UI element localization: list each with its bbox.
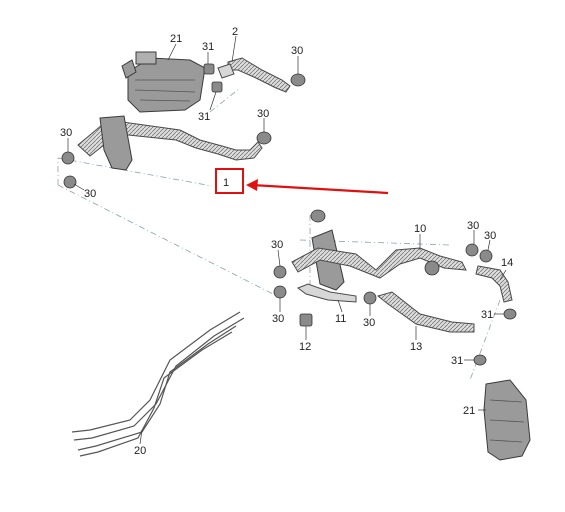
pipe-set-part-20 (71, 311, 245, 457)
label-30-lower-mid: 30 (363, 317, 375, 329)
guide-lines (57, 87, 501, 381)
label-30-right-a: 30 (467, 220, 479, 232)
leader-lines (67, 35, 507, 445)
label-21-bottom: 21 (463, 405, 475, 417)
label-30-upper-pipe: 30 (257, 108, 269, 120)
expansion-tank-lower (483, 379, 531, 461)
label-30-top-right: 30 (291, 45, 303, 57)
hose-part-11 (296, 283, 377, 305)
expansion-tank-upper (121, 51, 206, 113)
hose-part-13 (376, 291, 475, 333)
highlight-box (215, 168, 244, 194)
label-14: 14 (501, 257, 513, 269)
label-31-right-upper: 31 (481, 309, 493, 321)
label-31-right-lower: 31 (451, 355, 463, 367)
label-31-top: 31 (202, 41, 214, 53)
highlight-arrow (246, 179, 389, 195)
label-1: 1 (223, 177, 229, 189)
clamp-part-12 (299, 313, 313, 327)
coolant-pipe-upper (61, 115, 272, 189)
label-10: 10 (414, 223, 426, 235)
label-12: 12 (299, 341, 311, 353)
label-30-left-top: 30 (60, 127, 72, 139)
label-30-left-bottom: 30 (84, 188, 96, 200)
label-30-lower-left-bottom: 30 (272, 313, 284, 325)
part-labels: 21 31 2 30 31 30 30 1 30 10 30 30 30 14 … (60, 26, 513, 457)
label-31-mid: 31 (198, 111, 210, 123)
clamp-31-d (473, 354, 487, 366)
label-13: 13 (410, 341, 422, 353)
label-30-lower-left-top: 30 (271, 239, 283, 251)
label-20: 20 (134, 445, 146, 457)
coolant-pipe-lower (273, 209, 493, 299)
label-21-top: 21 (170, 33, 182, 45)
clamps-top (203, 63, 306, 93)
label-2: 2 (232, 26, 238, 38)
hose-part-14 (475, 265, 513, 303)
clamp-31-c (503, 308, 517, 320)
label-11: 11 (335, 313, 346, 325)
label-30-right-b: 30 (484, 230, 496, 242)
hose-part-2 (217, 57, 291, 93)
